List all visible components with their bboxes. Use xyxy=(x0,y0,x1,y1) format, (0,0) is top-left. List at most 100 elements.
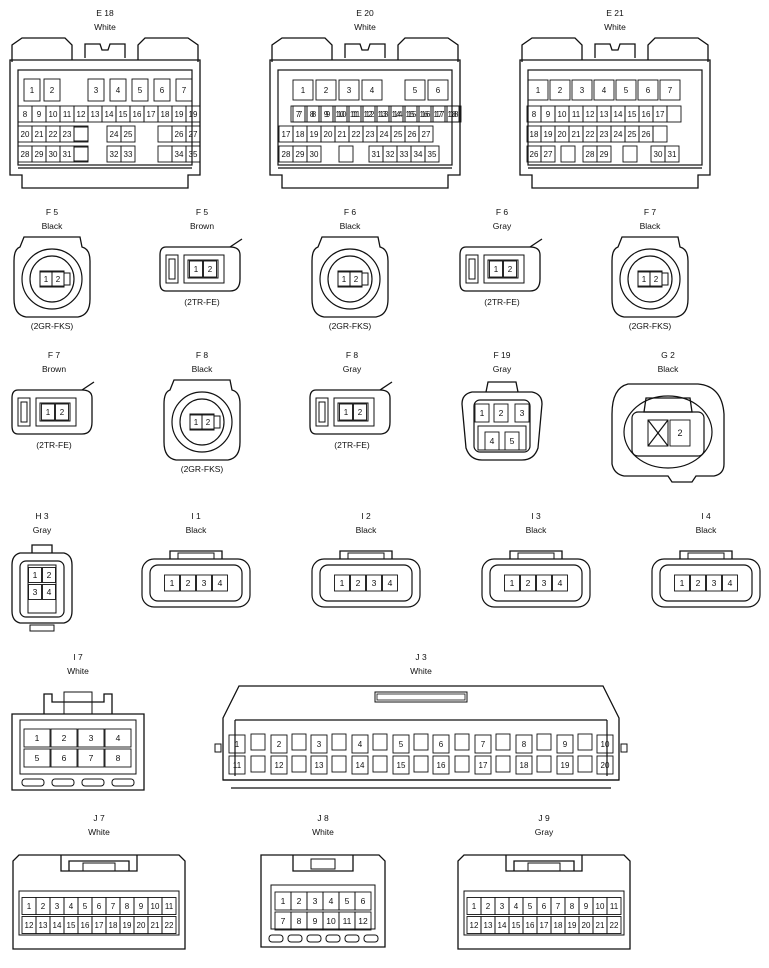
lock-tab xyxy=(594,43,636,58)
engine-note: (2GR-FKS) xyxy=(31,321,74,331)
pin-number: 10 xyxy=(326,916,336,926)
connector-color: Gray xyxy=(493,364,512,374)
cavity-frame xyxy=(527,69,703,166)
connector-color: Brown xyxy=(42,364,66,374)
housing xyxy=(159,246,241,292)
pin-number: 3 xyxy=(520,408,525,418)
pin-number: 5 xyxy=(345,896,350,906)
pin-number: 33 xyxy=(124,150,133,159)
pin-number: 28 xyxy=(282,150,291,159)
pin-number: 18 xyxy=(109,921,118,930)
pin-number: 11 xyxy=(610,902,619,911)
lock-head xyxy=(63,691,93,715)
pin-number: 16 xyxy=(526,921,535,930)
pin-cell xyxy=(593,79,615,101)
pin-number: 29 xyxy=(600,150,609,159)
pin-cell xyxy=(674,574,690,592)
pin-number: 3 xyxy=(580,86,585,95)
pin-number: 18 xyxy=(296,130,305,139)
pin-cell xyxy=(690,574,706,592)
connector-code: I 2 xyxy=(361,511,371,521)
pin-cell xyxy=(185,125,201,143)
pin-cell xyxy=(196,574,212,592)
pin-number: 7 xyxy=(556,902,561,911)
housing xyxy=(311,236,389,318)
pin-cell xyxy=(392,734,410,754)
pin-number: 14 xyxy=(498,921,507,930)
latch-slot xyxy=(468,258,476,280)
lock-tab xyxy=(485,381,519,393)
pin-number: 27 xyxy=(544,150,553,159)
pin-cell xyxy=(606,916,622,934)
pin-number: 8 xyxy=(532,110,537,119)
inner-ring xyxy=(179,398,225,446)
housing xyxy=(269,59,461,189)
pin-number: 6 xyxy=(646,86,651,95)
pin-cell xyxy=(55,403,69,421)
pin-cell xyxy=(552,574,568,592)
connector-color: Black xyxy=(42,221,64,231)
tab xyxy=(379,381,393,391)
pin-number: 20 xyxy=(558,130,567,139)
empty-cavity xyxy=(73,145,89,163)
pin-number: 17 xyxy=(479,761,488,770)
pin-number: 19 xyxy=(310,130,319,139)
pin-number: 4 xyxy=(388,578,393,588)
pin-number: 30 xyxy=(654,150,663,159)
pin-number: 3 xyxy=(372,578,377,588)
housing xyxy=(651,558,761,608)
pin-number: 11 xyxy=(350,110,359,119)
empty-cavity xyxy=(73,126,89,142)
pin-number: 8 xyxy=(125,902,130,911)
pin-number: 21 xyxy=(596,921,605,930)
pin-number: 1 xyxy=(510,578,515,588)
pin-number: 7 xyxy=(89,753,94,763)
pin-cell xyxy=(382,574,398,592)
latch-right xyxy=(397,37,459,62)
pin-number: 1 xyxy=(170,578,175,588)
pin-number: 9 xyxy=(313,916,318,926)
housing xyxy=(311,558,421,608)
empty-cavity xyxy=(250,755,266,773)
pin-number: 11 xyxy=(572,110,581,119)
pin-number: 1 xyxy=(344,408,349,417)
connector-color: White xyxy=(88,827,110,837)
pin-number: 2 xyxy=(354,275,359,284)
pin-cell xyxy=(228,734,246,754)
empty-cavity xyxy=(331,733,347,751)
lock-tab xyxy=(31,544,53,553)
pin-number: 7 xyxy=(668,86,673,95)
pin-cell xyxy=(77,728,105,748)
housing xyxy=(481,558,591,608)
pin-number: 2 xyxy=(56,275,61,284)
pin-number: 9 xyxy=(546,110,551,119)
pin-number: 1 xyxy=(642,275,647,284)
pin-number: 18 xyxy=(450,110,459,119)
pin-number: 2 xyxy=(486,902,491,911)
housing xyxy=(260,854,386,948)
pin-number: 4 xyxy=(218,578,223,588)
pin-number: 8 xyxy=(570,902,575,911)
pin-number: 3 xyxy=(89,733,94,743)
connector-color: Gray xyxy=(343,364,362,374)
pin-number: 22 xyxy=(586,130,595,139)
pin-number: 24 xyxy=(110,130,119,139)
pin-number: 4 xyxy=(558,578,563,588)
pin-number: 17 xyxy=(95,921,104,930)
inner-frame xyxy=(149,564,243,602)
connector-code: I 7 xyxy=(73,652,83,662)
pin-number: 16 xyxy=(81,921,90,930)
pin-cell xyxy=(606,897,622,915)
empty-cavity xyxy=(73,126,89,142)
pin-number: 28 xyxy=(21,150,30,159)
pin-number: 3 xyxy=(500,902,505,911)
pin-number: 5 xyxy=(35,753,40,763)
engine-note: (2TR-FE) xyxy=(484,297,520,307)
latch-left xyxy=(521,37,583,62)
connector-color: White xyxy=(67,666,89,676)
pin-number: 4 xyxy=(116,733,121,743)
